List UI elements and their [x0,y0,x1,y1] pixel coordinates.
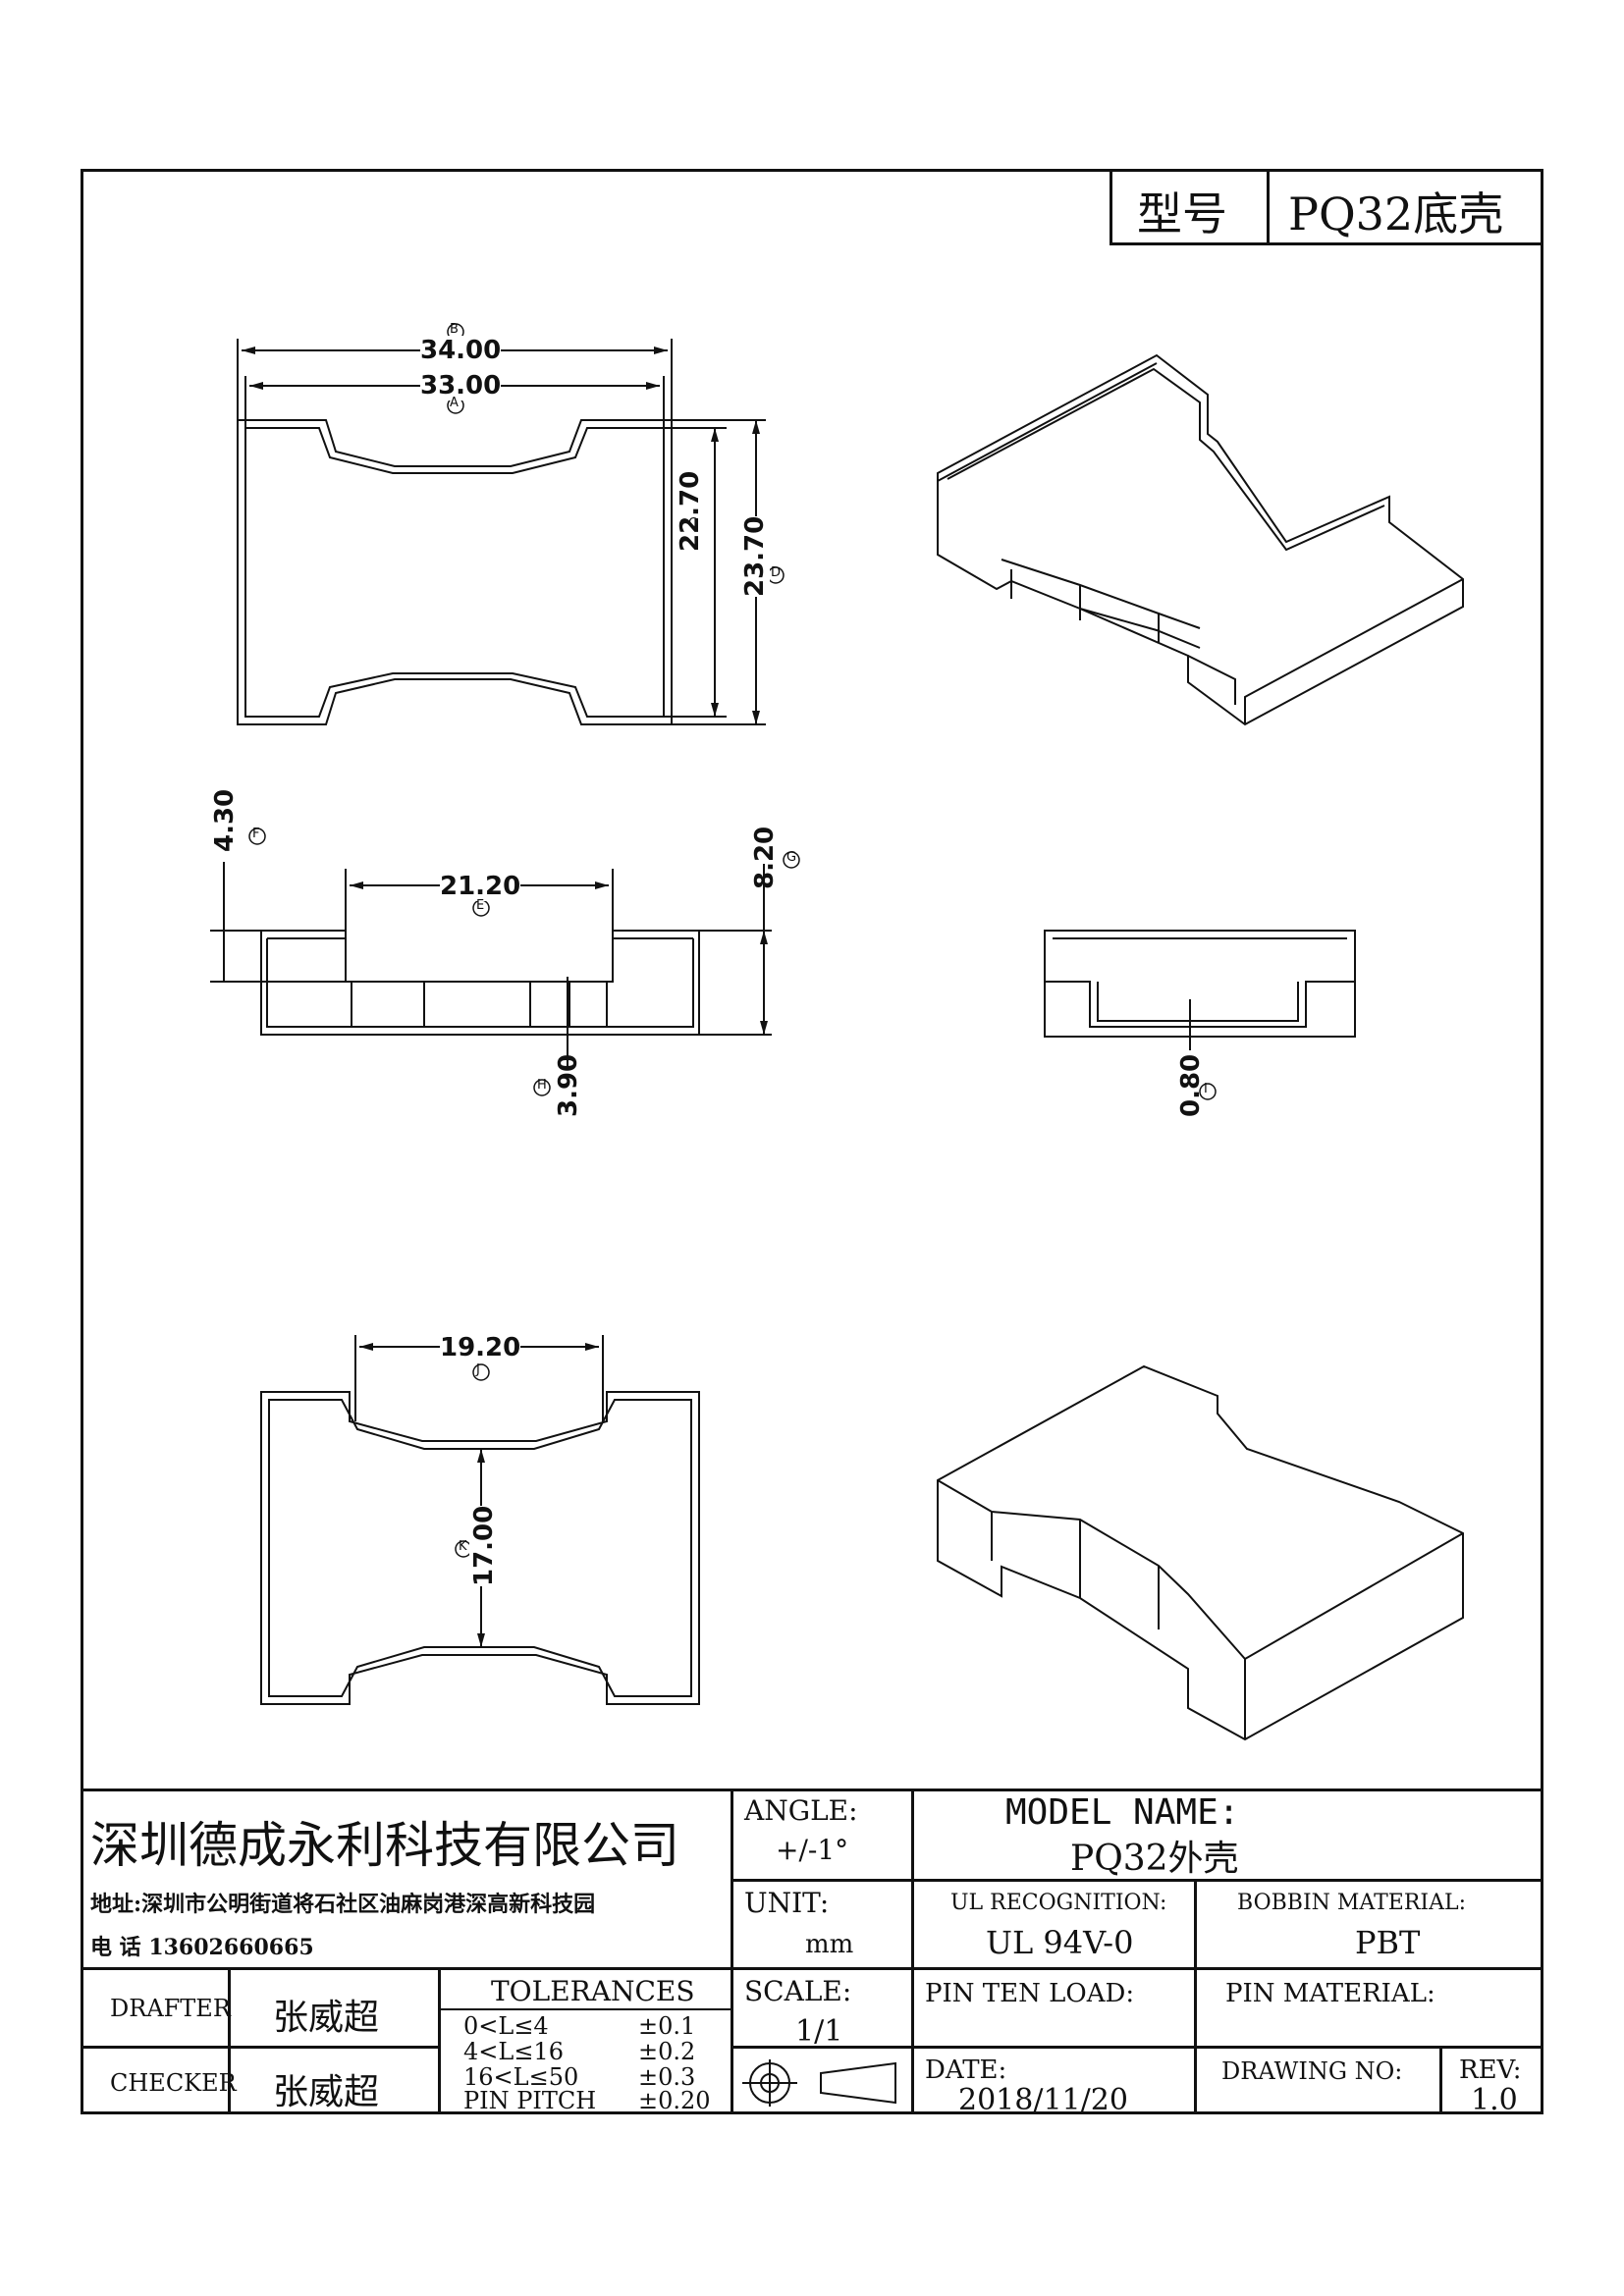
tol-value-2: ±0.3 [638,2063,696,2091]
projection-symbol-icon [742,2059,896,2107]
tol-range-1: 4<L≤16 [463,2038,564,2065]
checker-value: 张威超 [273,2072,380,2112]
tol-value-0: ±0.1 [638,2012,696,2040]
angle-value: +/-1° [776,1834,849,1866]
model-header-box [1110,169,1543,245]
scale-value: 1/1 [795,2014,843,2049]
tb-h1 [731,1879,1543,1882]
technical-drawing [210,323,1464,1741]
tolerances-label: TOLERANCES [491,1975,695,2007]
model-header-label: 型号 [1137,187,1227,240]
company-phone: 电 话 13602660665 [90,1935,314,1960]
drafter-label: DRAFTER [110,1995,231,2022]
ref-B: B [450,322,459,337]
model-name-value: PQ32外壳 [1070,1839,1239,1879]
tol-range-3: PIN PITCH [463,2087,597,2114]
dim-slot-depth: 3.90 [554,1053,583,1117]
ref-K: K [459,1539,467,1554]
unit-label: UNIT: [744,1887,830,1919]
dim-slot-width: 21.20 [440,872,521,901]
tol-range-2: 16<L≤50 [463,2063,579,2091]
model-header-divider [1267,169,1270,245]
side-view [1044,930,1356,1050]
ref-A: A [450,396,459,410]
scale-label: SCALE: [744,1975,852,2007]
tol-range-0: 0<L≤4 [463,2012,549,2040]
ul-label: UL RECOGNITION: [950,1891,1167,1915]
iso-view-closed [937,1364,1464,1741]
tolerances-underline [438,2008,732,2010]
angle-label: ANGLE: [744,1794,858,1827]
dim-wall-thickness: 0.80 [1176,1053,1206,1117]
pin-ten-load-label: PIN TEN LOAD: [925,1979,1135,2008]
ref-D: D [771,565,782,580]
dim-overall-width: 34.00 [420,336,502,365]
drawing-no-label: DRAWING NO: [1221,2057,1403,2085]
checker-label: CHECKER [110,2069,237,2097]
tb-h2 [81,1967,1543,1970]
date-label: DATE: [925,2056,1007,2085]
dimension-arrows [242,347,768,1647]
rev-label: REV: [1459,2056,1522,2085]
company-name: 深圳德成永利科技有限公司 [90,1817,679,1874]
dim-neck-length: 17.00 [469,1505,499,1586]
ul-value: UL 94V-0 [986,1924,1134,1961]
bobbin-value: PBT [1355,1924,1421,1961]
ref-E: E [476,898,485,913]
tb-v4 [1439,2048,1442,2114]
tb-h3 [81,2046,440,2049]
tb-v3 [1194,1881,1197,2114]
dim-overall-depth: 23.70 [740,515,770,597]
tb-v5 [228,1969,231,2114]
tol-value-3: ±0.20 [638,2087,711,2114]
dim-step-height: 4.30 [210,788,240,852]
ref-I: I [1204,1082,1208,1096]
dim-inner-depth: 22.70 [676,470,705,552]
ref-H: H [537,1078,547,1093]
ref-F: F [252,827,260,841]
model-name-label: MODEL NAME: [1005,1792,1240,1833]
dim-notch-width: 19.20 [440,1333,521,1362]
tb-v2 [911,1789,914,2114]
ref-J: J [476,1362,480,1377]
iso-view-open [937,353,1464,726]
ref-C: C [688,516,698,531]
dim-inner-width: 33.00 [420,371,502,400]
drawing-frame [81,169,1543,2114]
unit-value: mm [805,1930,854,1959]
front-view [210,862,772,1070]
tol-value-1: ±0.2 [638,2038,696,2065]
tb-v6 [438,1969,441,2114]
tb-v1 [731,1789,733,2114]
company-address: 地址:深圳市公明街道将石社区油麻岗港深高新科技园 [90,1892,596,1917]
bobbin-label: BOBBIN MATERIAL: [1237,1891,1466,1915]
date-value: 2018/11/20 [958,2083,1128,2117]
pin-material-label: PIN MATERIAL: [1225,1979,1435,2008]
tb-h4 [731,2046,1543,2049]
ref-G: G [786,850,797,865]
drafter-value: 张威超 [273,1998,380,2038]
dim-total-height: 8.20 [750,826,780,889]
title-block [81,1789,1543,2114]
rev-value: 1.0 [1471,2083,1518,2117]
model-header-value: PQ32底壳 [1288,187,1504,240]
